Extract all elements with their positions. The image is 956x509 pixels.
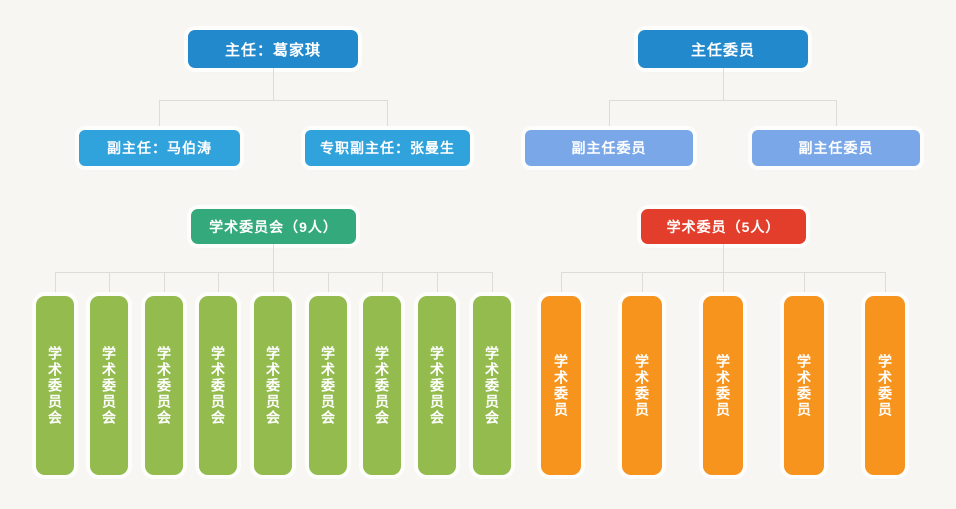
connector-left-member-drop-7 [382,272,383,296]
connector-left-member-drop-6 [328,272,329,296]
left-member-chip-4[interactable]: 学术委员会 [199,296,237,475]
left-member-label-7: 学术委员会 [374,345,391,426]
connector-left-root-stem [273,68,274,100]
right-member-label-3: 学术委员 [715,353,732,418]
connector-right-group-stem [723,244,724,272]
left-member-chip-3[interactable]: 学术委员会 [145,296,183,475]
connector-left-group-stem [273,244,274,272]
connector-left-member-drop-4 [218,272,219,296]
left-member-chip-8[interactable]: 学术委员会 [418,296,456,475]
connector-right-root-stem [723,68,724,100]
connector-left-member-drop-8 [437,272,438,296]
connector-left-member-drop-1 [55,272,56,296]
connector-right-deputy-drop-1 [609,100,610,130]
right-member-chip-2[interactable]: 学术委员 [622,296,662,475]
right-member-label-5: 学术委员 [877,353,894,418]
left-member-label-6: 学术委员会 [320,345,337,426]
right-deputy-node-2[interactable]: 副主任委员 [752,130,920,166]
left-member-chip-9[interactable]: 学术委员会 [473,296,511,475]
right-root-node[interactable]: 主任委员 [638,30,808,68]
right-member-label-1: 学术委员 [553,353,570,418]
connector-right-member-drop-5 [885,272,886,296]
left-member-chip-1[interactable]: 学术委员会 [36,296,74,475]
left-member-label-5: 学术委员会 [265,345,282,426]
left-member-chip-6[interactable]: 学术委员会 [309,296,347,475]
left-member-label-3: 学术委员会 [156,345,173,426]
connector-right-member-drop-1 [561,272,562,296]
connector-left-member-drop-2 [109,272,110,296]
connector-right-deputy-drop-2 [836,100,837,130]
left-group-header[interactable]: 学术委员会（9人） [191,209,356,244]
right-member-chip-4[interactable]: 学术委员 [784,296,824,475]
connector-right-member-drop-4 [804,272,805,296]
connector-left-member-drop-3 [164,272,165,296]
left-member-label-9: 学术委员会 [484,345,501,426]
right-member-label-2: 学术委员 [634,353,651,418]
left-member-chip-5[interactable]: 学术委员会 [254,296,292,475]
left-member-label-2: 学术委员会 [101,345,118,426]
right-member-label-4: 学术委员 [796,353,813,418]
connector-left-deputy-bus [159,100,388,101]
left-member-chip-7[interactable]: 学术委员会 [363,296,401,475]
right-member-chip-5[interactable]: 学术委员 [865,296,905,475]
left-member-label-1: 学术委员会 [47,345,64,426]
connector-left-member-drop-5 [273,272,274,296]
left-member-chip-2[interactable]: 学术委员会 [90,296,128,475]
left-deputy-node-2[interactable]: 专职副主任：张曼生 [305,130,470,166]
connector-right-member-drop-3 [723,272,724,296]
right-group-header[interactable]: 学术委员（5人） [641,209,806,244]
left-deputy-node-1[interactable]: 副主任：马伯涛 [79,130,240,166]
left-member-label-4: 学术委员会 [210,345,227,426]
right-member-chip-3[interactable]: 学术委员 [703,296,743,475]
left-root-node[interactable]: 主任：葛家琪 [188,30,358,68]
connector-left-deputy-drop-1 [159,100,160,130]
right-member-chip-1[interactable]: 学术委员 [541,296,581,475]
right-deputy-node-1[interactable]: 副主任委员 [525,130,693,166]
left-member-label-8: 学术委员会 [429,345,446,426]
connector-right-deputy-bus [609,100,837,101]
connector-left-deputy-drop-2 [387,100,388,130]
connector-right-member-drop-2 [642,272,643,296]
connector-left-member-drop-9 [492,272,493,296]
